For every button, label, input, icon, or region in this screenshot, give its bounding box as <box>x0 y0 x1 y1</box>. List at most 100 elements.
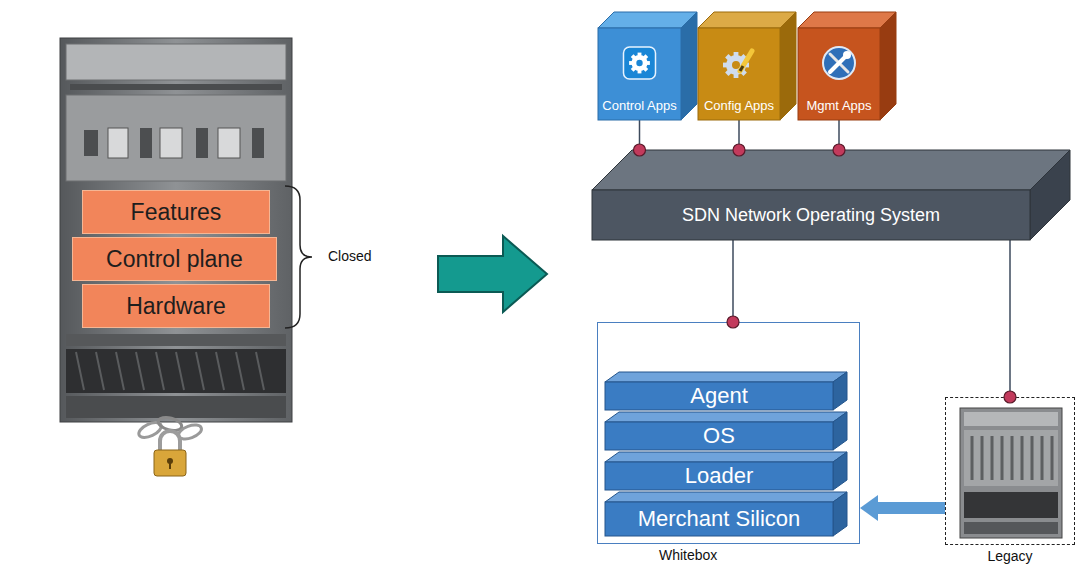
cube-shape <box>798 28 880 120</box>
legacy-chassis-illustration <box>960 408 1062 538</box>
layer-shape <box>605 382 833 410</box>
node-label: Loader <box>605 462 833 490</box>
app-icon <box>732 61 740 69</box>
chassis-illustration <box>252 128 264 158</box>
chassis-illustration <box>84 130 98 156</box>
chassis-illustration <box>66 95 286 181</box>
app-icon <box>624 47 656 79</box>
layer-shape <box>605 412 847 422</box>
app-icon <box>723 51 752 78</box>
node-label: SDN Network Operating System <box>592 190 1030 240</box>
junction-dot <box>727 316 739 328</box>
chassis-illustration <box>60 38 292 422</box>
chassis-illustration <box>218 128 240 158</box>
app-icon <box>823 47 855 79</box>
connector-line <box>738 120 740 150</box>
chassis-illustration <box>70 84 282 90</box>
cube-shape <box>598 12 697 28</box>
slab-shape <box>1030 150 1070 240</box>
junction-dot <box>634 144 646 156</box>
legacy-chassis-illustration <box>964 412 1058 426</box>
legacy-chassis-illustration <box>964 430 1058 486</box>
chassis-illustration <box>108 128 128 158</box>
cube-shape <box>798 12 896 28</box>
legacy-chassis-illustration <box>964 492 1058 518</box>
stack-layer: Agent <box>605 372 847 410</box>
node-label: OS <box>605 422 833 450</box>
closed-bracket <box>285 186 312 328</box>
node-label: Control plane <box>73 238 276 280</box>
transition-arrow <box>438 236 547 312</box>
chassis-illustration <box>66 44 286 80</box>
cube-shape <box>598 28 681 120</box>
app-icon <box>624 47 656 79</box>
app-icon <box>830 57 845 72</box>
stack-layer: Loader <box>605 452 847 490</box>
junction-dot <box>833 144 845 156</box>
chassis-illustration <box>66 396 286 418</box>
layer-shape <box>605 372 847 382</box>
app-cube: Control Apps <box>598 12 697 120</box>
cube-shape <box>780 12 796 120</box>
legacy-device-frame: Legacy <box>945 397 1075 569</box>
chassis-illustration <box>140 128 152 158</box>
connector-line <box>1009 240 1011 397</box>
node-label: Legacy <box>945 548 1075 564</box>
connector-line <box>732 240 734 322</box>
app-icon <box>740 66 743 71</box>
stack-layer: OS <box>605 412 847 450</box>
legacy-chassis-illustration <box>972 436 1052 480</box>
layer-shape <box>833 452 847 490</box>
closed-bracket <box>285 186 312 328</box>
app-icon <box>843 51 851 59</box>
legacy-chassis-illustration <box>964 522 1058 534</box>
hardware-layer-box: Hardware <box>82 284 270 328</box>
bracket-label: Closed <box>328 248 372 264</box>
layer-shape <box>605 422 833 450</box>
padlock-icon <box>160 431 180 452</box>
chassis-illustration <box>196 128 208 158</box>
network-os-slab: SDN Network Operating System <box>592 150 1070 240</box>
slab-shape <box>592 150 1070 240</box>
layer-shape <box>605 452 847 462</box>
layer-shape <box>833 372 847 410</box>
padlock-icon <box>137 415 204 476</box>
legacy-dashed-border <box>945 397 1075 545</box>
cube-shape <box>681 12 697 120</box>
slab-shape <box>592 190 1030 240</box>
chassis-illustration <box>66 334 286 346</box>
node-label: Merchant Silicon <box>605 502 833 536</box>
app-icon <box>740 51 752 71</box>
node-label: Config Apps <box>698 99 780 114</box>
node-label: Whitebox <box>659 547 717 563</box>
layer-shape <box>605 502 833 536</box>
connector-line <box>838 120 840 150</box>
whitebox-frame: Whitebox AgentOS LoaderMerchant Silicon <box>597 322 860 568</box>
slab-shape <box>592 150 1070 190</box>
node-label: Hardware <box>83 285 269 327</box>
feature-layer-box: Features <box>82 190 270 234</box>
node-label: Features <box>83 191 269 233</box>
chassis-illustration <box>60 38 292 422</box>
legacy-chassis-illustration <box>960 408 1062 538</box>
node-label: Mgmt Apps <box>798 99 880 114</box>
junction-dot <box>733 144 745 156</box>
connector-line <box>639 120 641 150</box>
layer-shape <box>833 492 847 536</box>
app-icon <box>823 47 855 79</box>
app-cube: Config Apps <box>698 12 796 120</box>
padlock-icon <box>169 462 171 469</box>
layer-shape <box>605 492 847 502</box>
cube-shape <box>698 28 780 120</box>
layer-shape <box>605 462 833 490</box>
cube-shape <box>880 12 896 120</box>
app-icon <box>636 60 642 66</box>
app-icon <box>632 55 648 71</box>
layer-shape <box>833 412 847 450</box>
junction-dot <box>1004 391 1016 403</box>
chassis-illustration <box>66 349 286 393</box>
chassis-illustration <box>160 128 182 158</box>
control-plane-box: Control plane <box>72 237 277 281</box>
app-cube: Mgmt Apps <box>798 12 896 120</box>
